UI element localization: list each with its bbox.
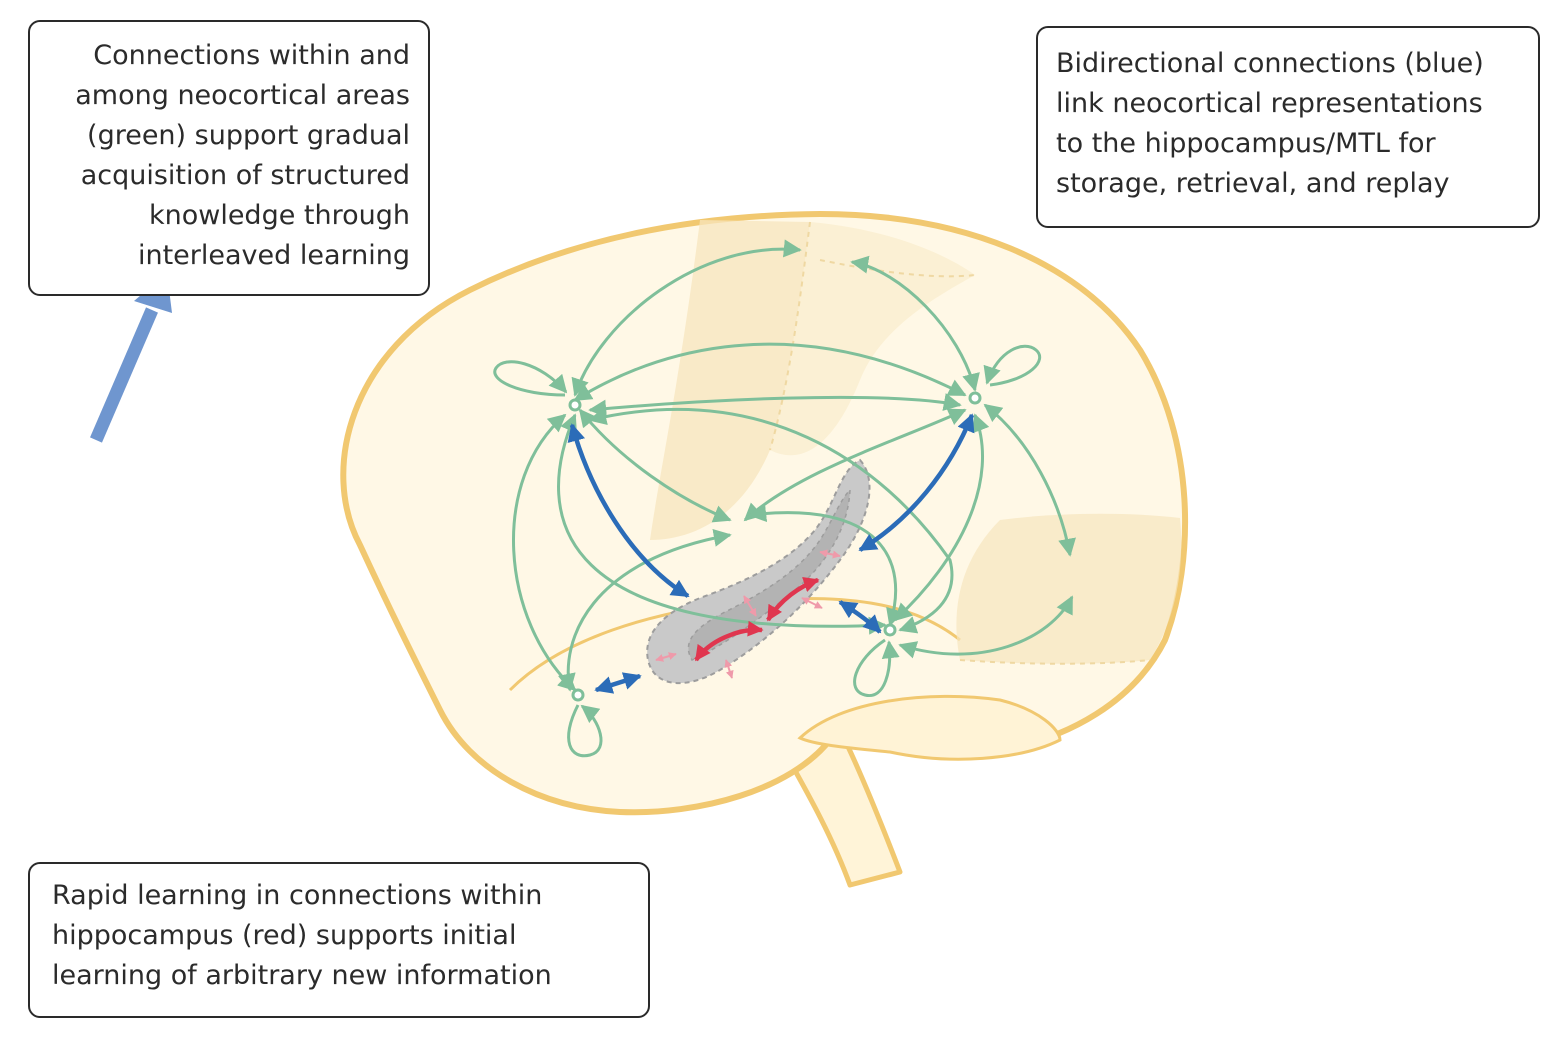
pink-arrow	[655, 652, 677, 662]
cortical-node	[968, 391, 982, 405]
cerebellum	[797, 694, 1062, 761]
callout-line: Rapid learning in connections within	[52, 880, 543, 911]
green-self-loop	[567, 704, 603, 758]
hippocampal-links	[567, 413, 975, 694]
visual-cortex-region	[956, 513, 1182, 664]
callout-line: Bidirectional connections (blue)	[1056, 48, 1484, 79]
blue-arrow	[594, 672, 642, 694]
green-arrow	[983, 403, 1076, 557]
cortical-node	[571, 688, 585, 702]
green-arrow	[571, 239, 802, 397]
callout-line: interleaved learning	[137, 240, 410, 271]
brainstem	[775, 727, 903, 888]
green-self-loop	[493, 360, 568, 397]
callout-green-connections: Connections within and among neocortical…	[28, 20, 430, 296]
green-arrow	[588, 393, 962, 418]
callout-red-connections: Rapid learning in connections within hip…	[28, 862, 650, 1018]
callout-line: hippocampus (red) supports initial	[52, 920, 517, 951]
callout-line: knowledge through	[148, 200, 410, 231]
green-self-loop	[983, 344, 1042, 387]
blue-arrow	[858, 413, 975, 552]
pink-arrow	[819, 549, 841, 559]
cortical-node	[568, 398, 582, 412]
callout-line: storage, retrieval, and replay	[1056, 168, 1450, 199]
callout-line: (green) support gradual	[87, 120, 410, 151]
callout-line: acquisition of structured	[80, 160, 410, 191]
callout-line: learning of arbitrary new information	[52, 960, 552, 991]
callout-line: link neocortical representations	[1056, 88, 1483, 119]
red-arrow	[766, 577, 820, 622]
pink-arrow	[801, 597, 823, 609]
pink-arrow	[743, 595, 757, 617]
cortical-node	[883, 623, 897, 637]
neocortical-connections	[493, 239, 1076, 758]
green-arrow	[512, 413, 577, 692]
callout-line: Connections within and	[93, 40, 410, 71]
red-arrow	[694, 620, 764, 662]
green-self-loop	[853, 638, 900, 697]
green-arrow	[898, 595, 1074, 659]
pink-arrow	[724, 659, 734, 679]
brain	[340, 210, 1189, 888]
blue-arrow	[838, 600, 882, 634]
callout-blue-connections: Bidirectional connections (blue) link ne…	[1036, 26, 1540, 228]
callout-line: to the hippocampus/MTL for	[1056, 128, 1436, 159]
blue-arrow	[567, 423, 690, 598]
sulcus-line	[959, 659, 1151, 665]
hippocampal-learning	[655, 549, 841, 679]
callout-line: among neocortical areas	[75, 80, 410, 111]
green-arrow	[850, 255, 980, 392]
pointer-arrow	[90, 273, 172, 443]
